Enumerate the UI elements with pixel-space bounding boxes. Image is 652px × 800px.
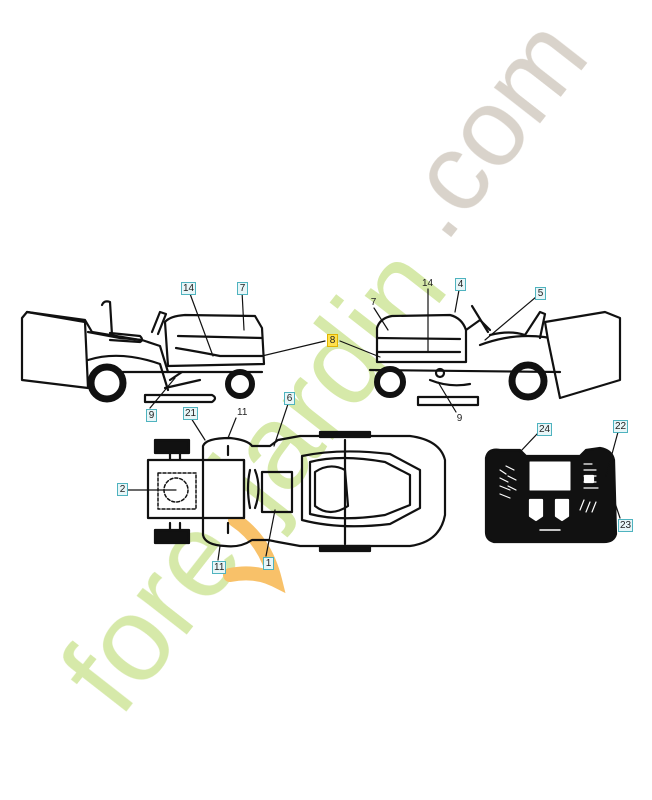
leader-lines [126,288,621,561]
callout-22[interactable]: 22 [613,420,629,433]
callout-11-top[interactable]: 11 [237,407,248,418]
callout-9-right[interactable]: 9 [456,413,463,424]
callout-4[interactable]: 4 [455,278,466,291]
callout-8[interactable]: 8 [327,334,338,347]
callout-14-left[interactable]: 14 [181,282,197,295]
top-view [146,430,447,553]
right-side-view [368,304,622,407]
callout-23[interactable]: 23 [618,519,634,532]
callout-7-right[interactable]: 7 [370,297,377,308]
callout-9-left[interactable]: 9 [146,409,157,422]
callout-2[interactable]: 2 [117,483,128,496]
svg-text:.com: .com [367,0,611,260]
callout-24[interactable]: 24 [537,423,553,436]
callout-7-left[interactable]: 7 [237,282,248,295]
callout-11-bottom[interactable]: 11 [212,561,227,574]
dashboard-panel [484,446,618,544]
callout-14-right[interactable]: 14 [422,278,434,289]
callout-5[interactable]: 5 [535,287,546,300]
svg-text:fore: fore [35,491,268,736]
callout-1[interactable]: 1 [263,557,274,570]
callout-6[interactable]: 6 [284,392,295,405]
callout-21[interactable]: 21 [183,407,199,420]
left-side-view [20,300,266,404]
